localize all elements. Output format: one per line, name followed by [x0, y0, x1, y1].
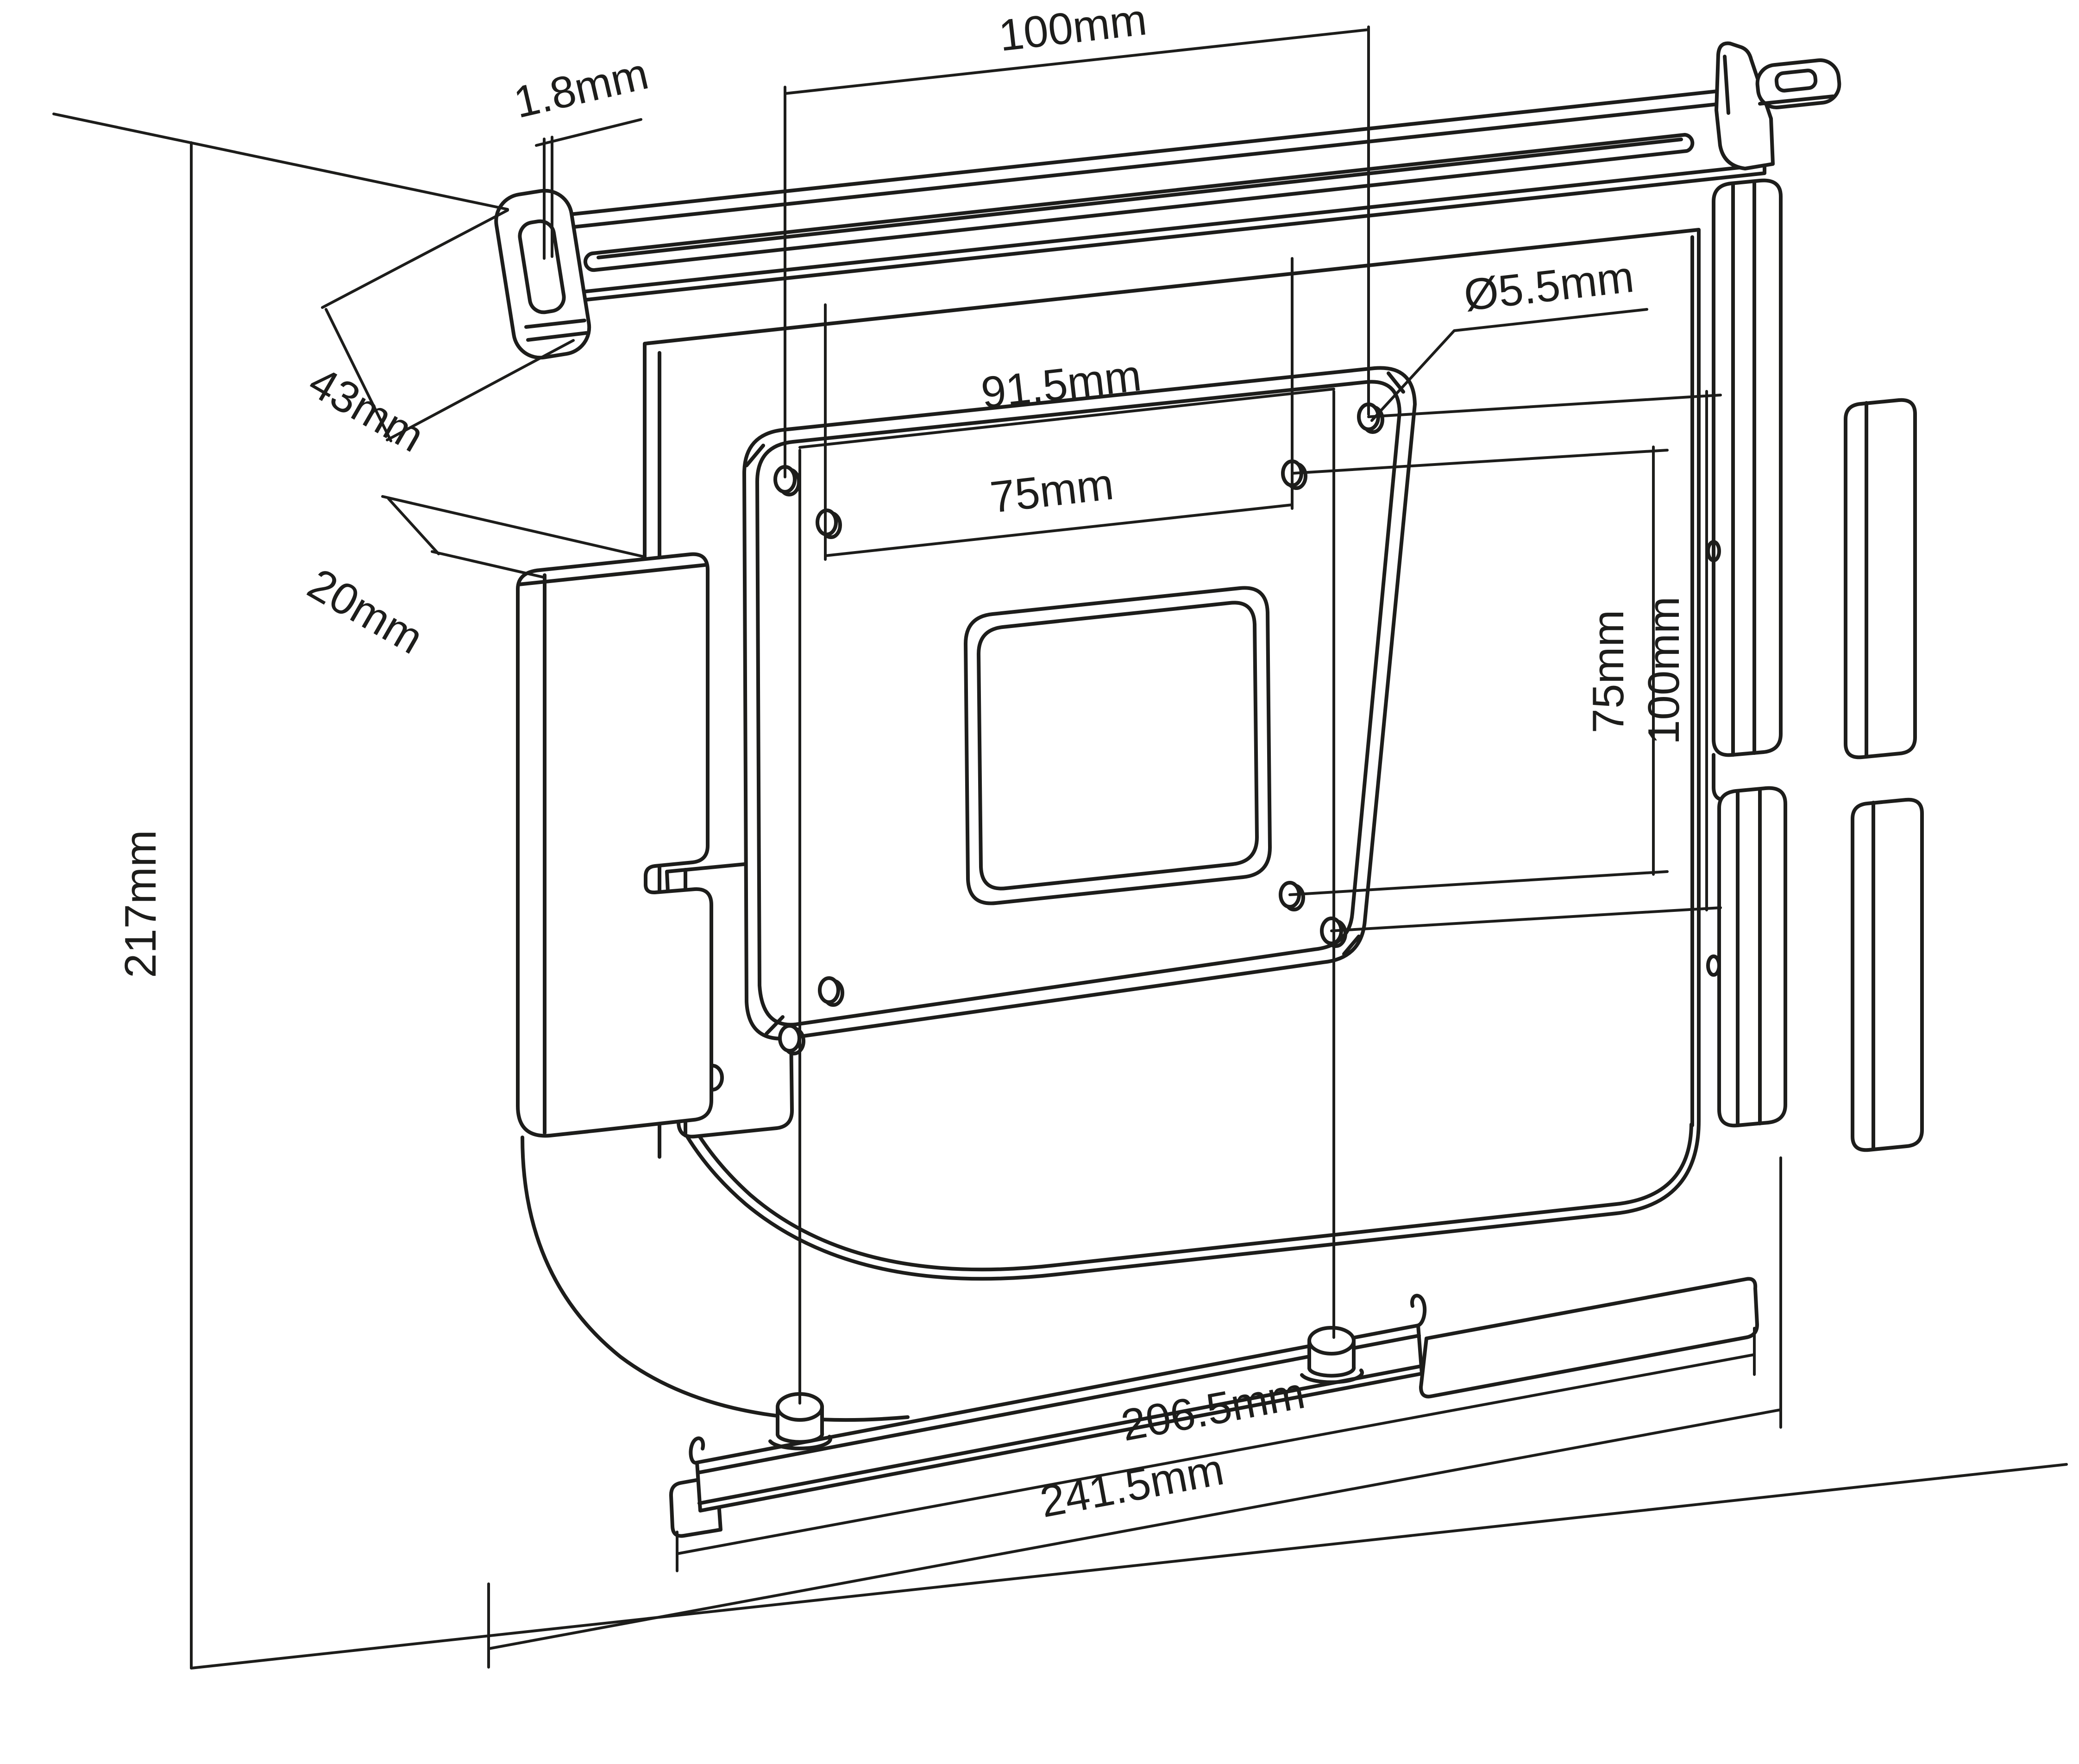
dim-91-5mm-lines — [798, 388, 1335, 1405]
bottom-rail — [669, 1277, 1759, 1538]
bar-top-inner-line — [538, 97, 1766, 232]
label-vesa-height-100: 100mm — [1639, 596, 1689, 745]
stud-left-base — [768, 1435, 832, 1450]
right-flange-upper-folds — [1731, 180, 1756, 757]
left-c-clip-top-edge — [517, 563, 707, 586]
left-hook-shelf-lines — [524, 319, 588, 342]
right-clip-column — [1706, 178, 1924, 1152]
label-hook-depth: 43mm — [301, 357, 432, 462]
right-hang-hook — [1715, 41, 1775, 170]
dimension-lines — [52, 25, 2068, 1670]
right-clip-front-upper — [1844, 398, 1917, 760]
stud-right-base — [1300, 1369, 1364, 1384]
plate-boss-inner — [977, 601, 1259, 891]
dim-75mm-right-lines — [1288, 446, 1669, 896]
rail-left-curl — [689, 1436, 705, 1465]
rail-stud-right — [1300, 1326, 1364, 1384]
right-end-tab — [1755, 58, 1841, 109]
right-hook-inner-line — [1723, 55, 1730, 115]
right-flange-lower — [1717, 786, 1787, 1128]
dim-100mm-top-lines — [784, 25, 1370, 478]
dim-1-8mm-lines — [535, 118, 642, 260]
label-clip-depth: 20mm — [300, 559, 431, 664]
label-vesa-width-100: 100mm — [996, 0, 1149, 61]
dim-241-5mm-lines — [487, 1156, 1782, 1669]
dim-75mm-top-lines — [824, 257, 1294, 561]
label-vesa-height-75: 75mm — [1583, 610, 1633, 734]
label-top-thickness: 1.8mm — [509, 49, 653, 127]
plate-corner-seams — [745, 371, 1405, 1036]
right-clip-front-lower — [1851, 797, 1924, 1152]
bar-slot-inner-line — [597, 138, 1683, 259]
dim-206-5mm-lines — [676, 1327, 1756, 1572]
dim-217mm-lines — [52, 113, 2068, 1670]
dim-43mm-lines — [321, 209, 575, 442]
rail-bottom-line — [697, 1364, 1423, 1505]
label-overall-height: 217mm — [116, 830, 165, 978]
top-mount-bar — [538, 84, 1766, 307]
right-hook-outline — [1715, 41, 1775, 170]
dim-100mm-right-lines — [1330, 390, 1722, 932]
rail-right-curl — [1410, 1293, 1427, 1327]
dim-dia5-5mm-leader — [1370, 308, 1648, 422]
vesa-adapter-plate — [742, 366, 1417, 1055]
vesa-holes — [773, 402, 1384, 1055]
plate-boss-outer — [964, 586, 1272, 905]
hole-100-bottom-left — [778, 1024, 801, 1053]
dim-20mm-lines — [381, 495, 645, 579]
label-overall-width: 241.5mm — [1036, 1444, 1228, 1527]
right-tab-slot — [1774, 69, 1818, 93]
rail-stud-left — [768, 1392, 832, 1450]
right-flange-nub-lower — [1706, 954, 1721, 977]
rail-top-front-line — [696, 1334, 1421, 1475]
rail-right-end-plate — [1419, 1277, 1759, 1399]
left-c-clip — [516, 552, 713, 1138]
stud-right-top — [1307, 1326, 1356, 1356]
right-tab-depth-line — [1758, 94, 1835, 106]
right-flange-upper — [1712, 178, 1783, 757]
bar-bottom-inner-line — [538, 163, 1766, 298]
rail-bar — [695, 1324, 1424, 1513]
hole-75-bottom-left — [818, 976, 840, 1004]
right-flange-lower-folds — [1736, 787, 1762, 1127]
